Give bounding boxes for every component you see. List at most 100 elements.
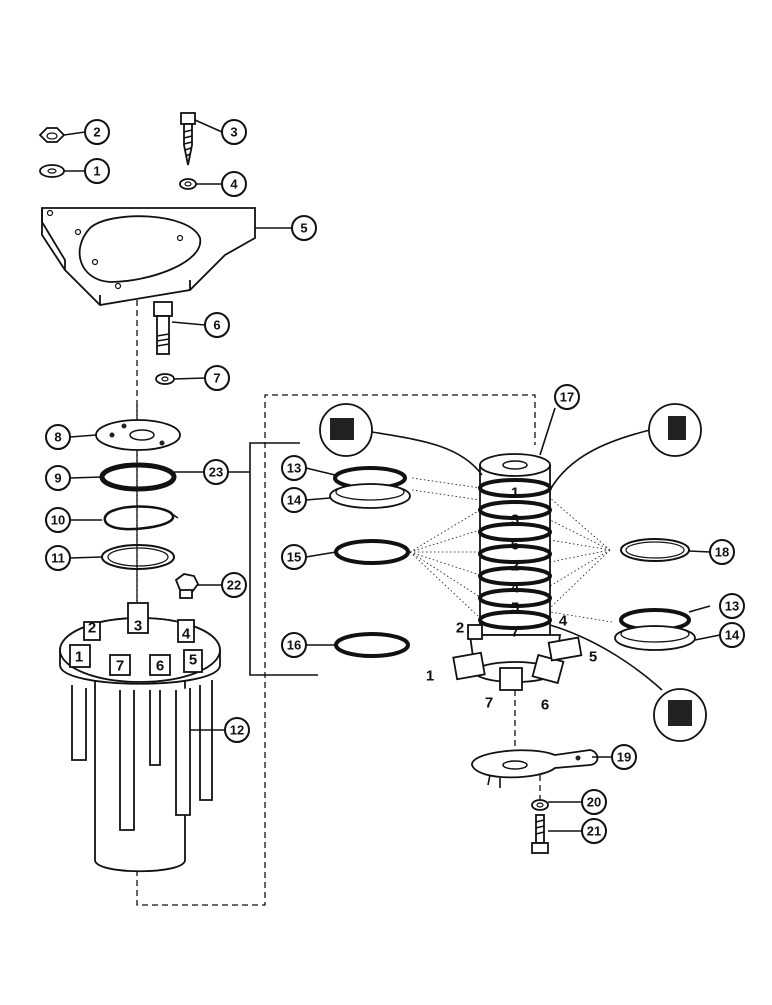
screw-part-21 — [531, 814, 549, 854]
callout-19: 19 — [611, 744, 637, 770]
swivel-band-5: 5 — [511, 600, 519, 617]
lock-washer-part-20 — [531, 799, 549, 811]
svg-text:14: 14 — [725, 628, 740, 643]
detail-insets — [319, 403, 707, 742]
bracket-23 — [228, 442, 318, 676]
svg-text:8: 8 — [54, 430, 61, 445]
retainer-arm-part — [471, 749, 599, 788]
seal-groove-leaders — [409, 477, 613, 623]
callout-2: 2 — [84, 119, 110, 145]
callout-14-right: 14 — [719, 622, 745, 648]
callout-3: 3 — [221, 119, 247, 145]
callout-18: 18 — [709, 539, 735, 565]
swivel-port-labels: 1 2 4 5 6 7 — [426, 613, 597, 714]
housing-port-7: 7 — [116, 658, 124, 675]
callout-16: 16 — [281, 632, 307, 658]
housing-port-2: 2 — [88, 620, 96, 637]
svg-text:2: 2 — [93, 125, 100, 140]
swivel-band-2: 2 — [511, 558, 519, 575]
housing-port-5: 5 — [189, 652, 197, 669]
swivel-band-6: 6 — [511, 537, 519, 554]
swivel-band-labels: 1 3 6 2 4 5 7 — [511, 485, 520, 641]
hex-nut-part — [38, 127, 66, 143]
plug-part — [174, 573, 200, 599]
swivel-band-3: 3 — [511, 512, 519, 529]
callout-14-left: 14 — [281, 487, 307, 513]
o-ring-part-9 — [99, 462, 177, 492]
callout-23: 23 — [203, 459, 229, 485]
svg-text:11: 11 — [51, 551, 65, 566]
callout-7: 7 — [204, 365, 230, 391]
callout-8: 8 — [45, 424, 71, 450]
callout-21: 21 — [581, 818, 607, 844]
swivel-part — [452, 453, 583, 691]
svg-text:19: 19 — [617, 750, 631, 765]
callout-17: 17 — [554, 384, 580, 410]
snap-ring-part — [103, 505, 179, 531]
backup-ring-part-18 — [620, 538, 690, 562]
swivel-band-1: 1 — [511, 485, 519, 502]
callout-15: 15 — [281, 544, 307, 570]
svg-text:4: 4 — [230, 177, 238, 192]
svg-text:5: 5 — [300, 221, 307, 236]
callout-4: 4 — [221, 171, 247, 197]
swivel-port-5: 5 — [589, 649, 597, 666]
swivel-band-7: 7 — [511, 624, 519, 641]
svg-text:22: 22 — [227, 578, 241, 593]
housing-port-4: 4 — [182, 626, 191, 643]
callout-leaders — [63, 119, 721, 832]
svg-text:18: 18 — [715, 545, 729, 560]
callout-10: 10 — [45, 507, 71, 533]
callout-13-right: 13 — [719, 593, 745, 619]
svg-text:23: 23 — [209, 465, 223, 480]
svg-text:15: 15 — [287, 550, 301, 565]
callout-13-left: 13 — [281, 455, 307, 481]
svg-text:1: 1 — [93, 164, 100, 179]
swivel-port-6: 6 — [541, 697, 549, 714]
lock-washer-part-7 — [155, 373, 175, 385]
swivel-port-4: 4 — [559, 613, 568, 630]
swivel-band-4: 4 — [511, 580, 520, 597]
svg-text:13: 13 — [725, 599, 739, 614]
svg-text:6: 6 — [213, 318, 220, 333]
svg-text:12: 12 — [230, 723, 244, 738]
svg-text:17: 17 — [560, 390, 574, 405]
swivel-port-1: 1 — [426, 668, 434, 685]
callout-9: 9 — [45, 465, 71, 491]
svg-text:13: 13 — [287, 461, 301, 476]
callout-11: 11 — [45, 545, 71, 571]
svg-text:20: 20 — [587, 795, 601, 810]
lag-bolt-part — [180, 112, 196, 166]
mounting-plate-part — [41, 207, 256, 306]
housing-port-3: 3 — [134, 618, 142, 635]
svg-text:16: 16 — [287, 638, 301, 653]
callout-5: 5 — [291, 215, 317, 241]
washer-part-1 — [39, 164, 65, 178]
callouts: 1 2 3 4 5 6 7 8 9 10 11 12 13 14 15 16 1… — [45, 119, 745, 844]
swivel-port-7: 7 — [485, 695, 493, 712]
housing-port-labels: 1 2 3 4 5 6 7 — [75, 618, 197, 675]
lock-washer-part-4 — [179, 178, 197, 190]
housing-port-6: 6 — [156, 658, 164, 675]
svg-text:14: 14 — [287, 493, 302, 508]
swivel-port-2: 2 — [456, 620, 464, 637]
callout-20: 20 — [581, 789, 607, 815]
o-ring-part-16 — [334, 632, 410, 658]
callout-6: 6 — [204, 312, 230, 338]
svg-text:7: 7 — [213, 371, 220, 386]
o-ring-part-15 — [334, 539, 410, 565]
seal-part-14-left — [329, 483, 411, 509]
callout-12: 12 — [224, 717, 250, 743]
svg-text:9: 9 — [54, 471, 61, 486]
housing-part — [59, 602, 221, 873]
backup-ring-part — [101, 544, 175, 570]
svg-text:3: 3 — [230, 125, 237, 140]
housing-port-1: 1 — [75, 649, 83, 666]
retainer-plate-part — [95, 419, 181, 451]
callout-1: 1 — [84, 158, 110, 184]
seal-part-14-right — [614, 625, 696, 651]
svg-text:21: 21 — [587, 824, 601, 839]
svg-text:10: 10 — [51, 513, 65, 528]
callout-22: 22 — [221, 572, 247, 598]
